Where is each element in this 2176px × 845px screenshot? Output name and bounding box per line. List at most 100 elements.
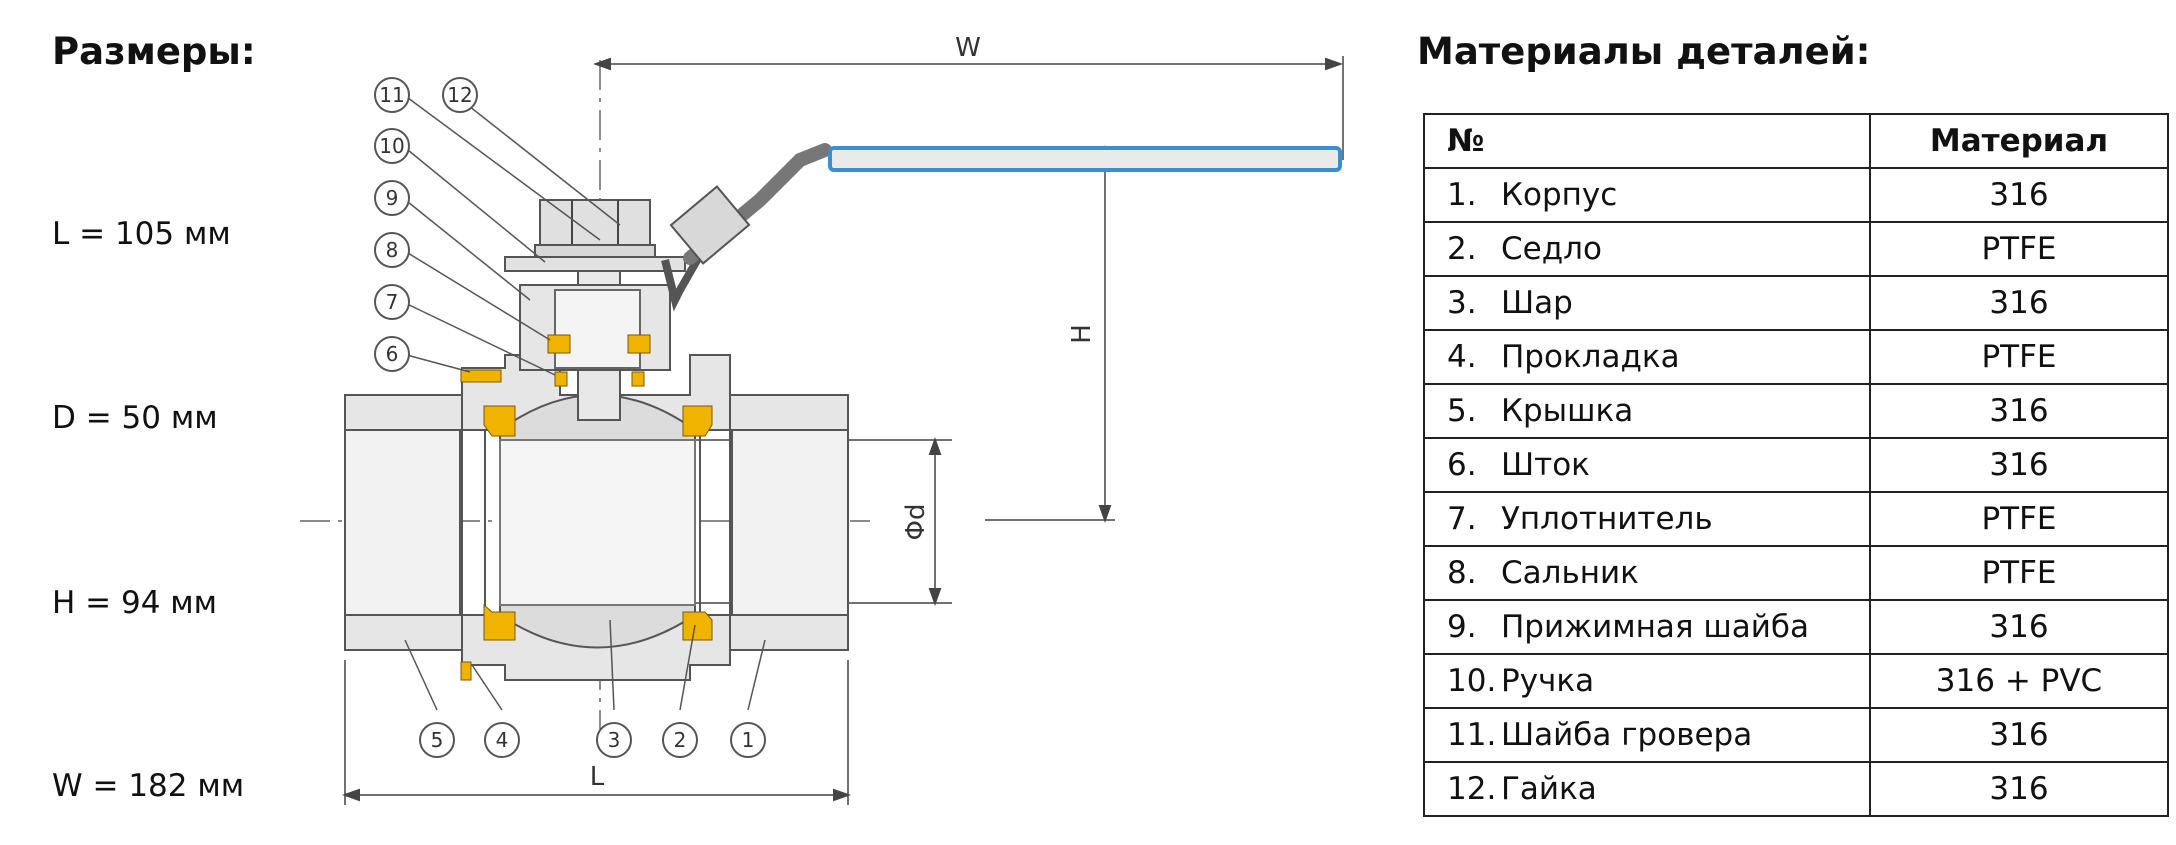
callout-label-5: 5 bbox=[431, 728, 444, 752]
part-name: Уплотнитель bbox=[1501, 501, 1713, 537]
part-name: Седло bbox=[1501, 231, 1602, 267]
part-number: 6. bbox=[1447, 447, 1477, 483]
part-number: 12. bbox=[1447, 771, 1497, 807]
w-dimension-label: W bbox=[955, 33, 981, 63]
valve-body bbox=[344, 354, 849, 681]
leader-lines bbox=[402, 94, 766, 711]
table-row: 2. Седло PTFE bbox=[1423, 221, 2169, 277]
part-material: 316 bbox=[1869, 167, 2169, 223]
part-name: Шайба гровера bbox=[1501, 717, 1753, 753]
part-name-cell: 2. Седло bbox=[1423, 221, 1871, 277]
part-name-cell: 3. Шар bbox=[1423, 275, 1871, 331]
part-material: 316 bbox=[1869, 275, 2169, 331]
part-material: PTFE bbox=[1869, 329, 2169, 385]
part-name: Сальник bbox=[1501, 555, 1639, 591]
callout-9 bbox=[374, 180, 410, 216]
part-name: Ручка bbox=[1501, 663, 1595, 699]
handle-neck bbox=[669, 185, 751, 265]
dimension-w: W = 182 мм bbox=[52, 768, 245, 804]
column-header-material: Материал bbox=[1869, 113, 2169, 169]
part-number: 9. bbox=[1447, 609, 1477, 645]
part-material: 316 bbox=[1869, 707, 2169, 763]
callout-label-7: 7 bbox=[386, 290, 399, 314]
part-material: 316 bbox=[1869, 599, 2169, 655]
callout-label-1: 1 bbox=[742, 728, 755, 752]
w-dimension-line bbox=[593, 56, 1344, 160]
ball-valve-diagram: W H Φd L bbox=[300, 33, 1344, 805]
callout-3 bbox=[596, 722, 632, 758]
part-name-cell: 7. Уплотнитель bbox=[1423, 491, 1871, 547]
callouts bbox=[374, 77, 766, 758]
table-header-row: № Материал bbox=[1423, 113, 2169, 169]
callout-label-10: 10 bbox=[379, 134, 404, 158]
callout-label-6: 6 bbox=[386, 342, 399, 366]
part-number: 11. bbox=[1447, 717, 1497, 753]
part-number: 5. bbox=[1447, 393, 1477, 429]
h-dimension-label: H bbox=[1067, 324, 1097, 344]
callout-7 bbox=[374, 284, 410, 320]
part-name-cell: 11.Шайба гровера bbox=[1423, 707, 1871, 763]
seats bbox=[460, 334, 713, 681]
nut bbox=[539, 199, 651, 246]
ball-bore bbox=[499, 439, 696, 606]
part-name: Прижимная шайба bbox=[1501, 609, 1809, 645]
part-name-cell: 5. Крышка bbox=[1423, 383, 1871, 439]
part-material: PTFE bbox=[1869, 221, 2169, 277]
part-material: PTFE bbox=[1869, 491, 2169, 547]
callout-label-3: 3 bbox=[608, 728, 621, 752]
dimension-d: D = 50 мм bbox=[52, 400, 218, 436]
callout-10 bbox=[374, 128, 410, 164]
table-row: 1. Корпус 316 bbox=[1423, 167, 2169, 223]
callout-label-9: 9 bbox=[386, 186, 399, 210]
callout-label-4: 4 bbox=[496, 728, 509, 752]
l-dimension-line bbox=[342, 660, 851, 805]
callout-5 bbox=[419, 722, 455, 758]
part-material: 316 bbox=[1869, 761, 2169, 817]
callout-2 bbox=[662, 722, 698, 758]
part-name-cell: 12.Гайка bbox=[1423, 761, 1871, 817]
l-dimension-label: L bbox=[590, 762, 605, 792]
callout-4 bbox=[484, 722, 520, 758]
part-name: Прокладка bbox=[1501, 339, 1680, 375]
part-name: Гайка bbox=[1501, 771, 1597, 807]
callout-label-11: 11 bbox=[379, 83, 404, 107]
part-number: 1. bbox=[1447, 177, 1477, 213]
part-name: Крышка bbox=[1501, 393, 1634, 429]
part-name-cell: 8. Сальник bbox=[1423, 545, 1871, 601]
part-number: 8. bbox=[1447, 555, 1477, 591]
callout-8 bbox=[374, 232, 410, 268]
table-row: 9. Прижимная шайба 316 bbox=[1423, 599, 2169, 655]
part-number: 7. bbox=[1447, 501, 1477, 537]
d-dimension-label: Φd bbox=[901, 504, 931, 541]
part-material: 316 + PVC bbox=[1869, 653, 2169, 709]
part-material: 316 bbox=[1869, 383, 2169, 439]
part-number: 10. bbox=[1447, 663, 1497, 699]
table-row: 5. Крышка 316 bbox=[1423, 383, 2169, 439]
part-name-cell: 4.Прокладка bbox=[1423, 329, 1871, 385]
gland-bore bbox=[554, 289, 641, 369]
part-number: 2. bbox=[1447, 231, 1477, 267]
callout-label-8: 8 bbox=[386, 238, 399, 262]
part-name: Корпус bbox=[1501, 177, 1618, 213]
callout-1 bbox=[730, 722, 766, 758]
callout-12 bbox=[442, 77, 478, 113]
callout-11 bbox=[374, 77, 410, 113]
materials-heading: Материалы деталей: bbox=[1417, 30, 1871, 73]
table-row: 7. Уплотнитель PTFE bbox=[1423, 491, 2169, 547]
part-name-cell: 10.Ручка bbox=[1423, 653, 1871, 709]
part-name: Шар bbox=[1501, 285, 1573, 321]
part-name-cell: 6. Шток bbox=[1423, 437, 1871, 493]
handle-plate bbox=[504, 256, 686, 272]
part-number: 3. bbox=[1447, 285, 1477, 321]
part-name-cell: 9. Прижимная шайба bbox=[1423, 599, 1871, 655]
callout-label-12: 12 bbox=[447, 83, 472, 107]
callout-label-2: 2 bbox=[674, 728, 687, 752]
part-name: Шток bbox=[1501, 447, 1590, 483]
handle-grip bbox=[828, 146, 1342, 172]
dimension-h: H = 94 мм bbox=[52, 585, 218, 621]
